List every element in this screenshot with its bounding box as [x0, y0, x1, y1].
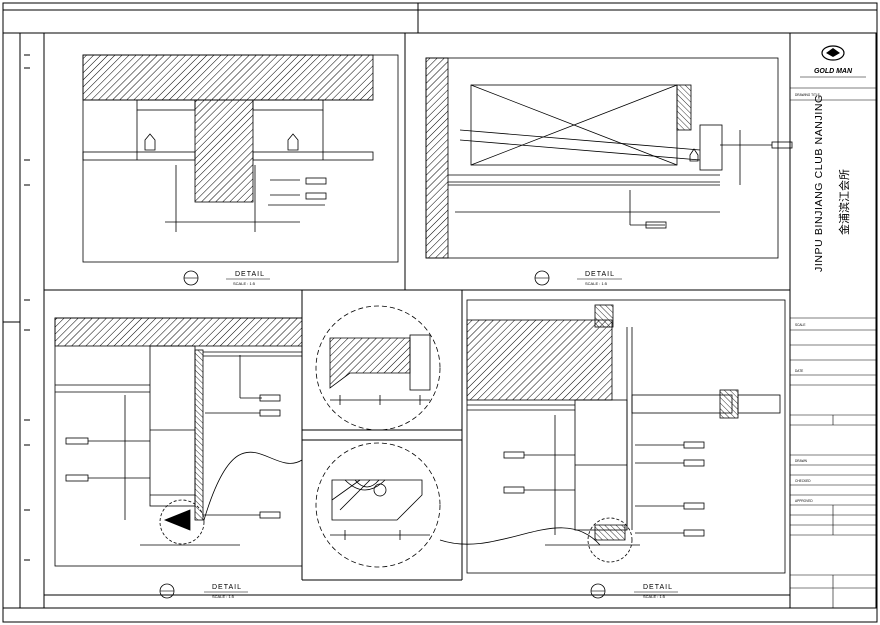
title-block-fields: DRAWING TITLE SCALE DATE DRAWN CHECKED A… [795, 93, 820, 503]
detail-1-caption: DETAIL SCALE : 1:5 [183, 270, 270, 286]
field-label-drawing-title: DRAWING TITLE [795, 93, 820, 97]
detail-3-label: DETAIL [212, 584, 242, 591]
detail-4-caption: DETAIL SCALE : 1:5 [590, 583, 678, 599]
detail-2-caption: DETAIL SCALE : 1:5 [534, 270, 622, 286]
company-logo: GOLD MAN [800, 45, 866, 78]
project-name-block: JINPU BINJIANG CLUB NANJING 金浦滨江会所 [813, 94, 851, 272]
field-label-scale: SCALE [795, 323, 805, 327]
project-name-en: JINPU BINJIANG CLUB NANJING [813, 94, 825, 272]
leader-curve [439, 527, 601, 546]
field-label-checked: CHECKED [795, 479, 811, 483]
field-label-drawn: DRAWN [795, 459, 808, 463]
enlarged-detail-upper [315, 305, 441, 431]
detail-1-scale: SCALE : 1:5 [233, 281, 256, 286]
project-name-cn: 金浦滨江会所 [837, 169, 851, 235]
logo-text: GOLD MAN [814, 68, 853, 75]
left-margin-marks [24, 54, 30, 561]
panel-dividers [44, 33, 790, 596]
title-block-lines [790, 87, 876, 608]
detail-1-label: DETAIL [235, 271, 265, 278]
detail-4-scale: SCALE : 1:5 [643, 594, 666, 599]
detail-3-caption: DETAIL SCALE : 1:5 [159, 583, 248, 599]
field-label-date: DATE [795, 369, 803, 373]
detail-3-drawing [54, 317, 303, 567]
enlarged-detail-lower [315, 442, 441, 568]
detail-4-drawing [466, 299, 786, 574]
detail-4-label: DETAIL [643, 584, 673, 591]
detail-3-scale: SCALE : 1:5 [212, 594, 235, 599]
detail-2-drawing [425, 57, 793, 259]
detail-1-drawing [82, 54, 399, 263]
detail-2-scale: SCALE : 1:5 [585, 281, 608, 286]
field-label-approved: APPROVED [795, 499, 813, 503]
detail-2-label: DETAIL [585, 271, 615, 278]
